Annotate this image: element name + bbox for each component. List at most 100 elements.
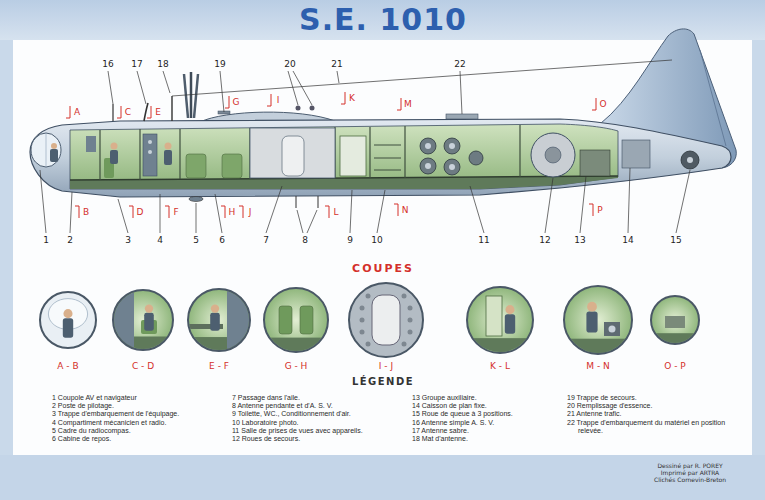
- callout-number: 18: [157, 60, 168, 69]
- seat: [300, 306, 313, 334]
- leader-line: [337, 71, 339, 83]
- wheel-hub: [545, 147, 561, 163]
- section-drawing: [464, 286, 536, 356]
- camera-lens: [425, 163, 431, 169]
- passage-door: [282, 136, 304, 176]
- section-letter: A: [74, 108, 80, 117]
- camera-box: [604, 322, 620, 336]
- section-view: G - H: [261, 287, 331, 376]
- section-label: O - P: [664, 362, 685, 371]
- figure-body: [164, 150, 172, 165]
- section-letter: P: [597, 206, 602, 215]
- camera: [420, 138, 436, 154]
- camera: [469, 151, 483, 165]
- section-ring: [113, 290, 173, 350]
- section-label: E - F: [209, 362, 229, 371]
- leader-line: [307, 210, 317, 233]
- door: [486, 296, 502, 336]
- callout-number: 7: [263, 236, 269, 245]
- section-ring: [467, 287, 533, 353]
- legend-entry: 19 Trappe de secours.: [567, 394, 750, 402]
- figure-head: [111, 143, 118, 150]
- figure-head: [51, 143, 57, 149]
- section-letter: K: [349, 94, 355, 103]
- fuselage: [30, 119, 731, 197]
- structure-bolt: [360, 318, 365, 323]
- section-tick: [592, 98, 596, 110]
- legend-entry: 3 Trappe d'embarquement de l'équipage.: [52, 410, 235, 418]
- bulkhead: [99, 130, 100, 180]
- legend-entry: 12 Roues de secours.: [232, 435, 415, 443]
- section-tick: [341, 92, 345, 104]
- structure-bolt: [366, 294, 371, 299]
- leader-line: [293, 71, 312, 105]
- lab-shelf: [374, 145, 401, 146]
- section-content: [113, 290, 173, 353]
- camera-lens: [609, 326, 616, 333]
- section-tick: [397, 98, 401, 110]
- legend-entry: 2 Poste de pilotage.: [52, 402, 235, 410]
- section-label: G - H: [285, 362, 308, 371]
- section-content: [467, 296, 533, 356]
- figure-body: [110, 150, 118, 164]
- credit-line: Dessiné par R. POREY: [657, 463, 722, 469]
- leader-line: [215, 194, 222, 233]
- section-letter: J: [249, 208, 252, 217]
- leader-line: [108, 71, 113, 104]
- floor: [70, 176, 618, 180]
- dome-frame: [46, 133, 47, 167]
- legend-entry: 1 Coupole AV et navigateur: [52, 394, 235, 402]
- section-tick: [117, 106, 121, 118]
- trailing-antenna: [296, 196, 297, 208]
- callout-number: 12: [539, 236, 550, 245]
- figure-body: [144, 313, 154, 331]
- structure-bolt: [402, 342, 407, 347]
- legend-entry: 9 Toilette, WC., Conditionnement d'air.: [232, 410, 415, 418]
- section-view: O - P: [648, 295, 702, 376]
- figure-head: [211, 304, 219, 312]
- toilet-door: [340, 136, 366, 176]
- section-tick: [147, 106, 151, 118]
- legend-entry: 16 Antenne simple A. S. V.: [412, 419, 573, 427]
- figure-body: [50, 149, 58, 162]
- passage-opening: [372, 295, 400, 345]
- legend-entry: 22 Trappe d'embarquement du matériel en …: [567, 419, 750, 435]
- section-letter: G: [233, 98, 240, 107]
- figure-head: [505, 305, 514, 314]
- legend-heading: LÉGENDE: [352, 377, 414, 387]
- leader-line: [163, 71, 170, 93]
- structure-bolt: [402, 294, 407, 299]
- section-letter: C: [125, 108, 131, 117]
- section-drawing: [37, 291, 99, 351]
- lab-shelf: [374, 170, 401, 171]
- leader-line: [580, 176, 586, 233]
- leader-line: [137, 71, 146, 104]
- leader-line: [118, 199, 128, 233]
- trailing-antenna: [318, 196, 319, 208]
- callout-number: 19: [214, 60, 225, 69]
- rest-seat: [186, 154, 206, 178]
- bulkhead: [139, 129, 140, 180]
- callout-number: 2: [67, 236, 73, 245]
- leader-line: [350, 190, 352, 233]
- structure-bolt: [360, 330, 365, 335]
- legend-entry: 21 Antenne trafic.: [567, 410, 750, 418]
- section-label: K - L: [490, 362, 510, 371]
- callout-number: 6: [219, 236, 225, 245]
- legend-entry: 20 Remplissage d'essence.: [567, 402, 750, 410]
- section-ring: [651, 296, 699, 344]
- radio-rack: [143, 134, 157, 176]
- section-group: [467, 287, 533, 356]
- section-content: [651, 316, 699, 347]
- section-view: M - N: [561, 285, 635, 376]
- section-content: [264, 306, 328, 355]
- propeller-blade: [194, 74, 198, 118]
- section-heading: COUPES: [352, 263, 414, 274]
- legend-entry: 7 Passage dans l'aile.: [232, 394, 415, 402]
- callout-number: 22: [454, 60, 465, 69]
- cutaway-interior: [70, 124, 618, 189]
- auxiliary-unit: [580, 150, 610, 176]
- panel: [113, 290, 134, 350]
- legend-entry: 18 Mat d'antenne.: [412, 435, 573, 443]
